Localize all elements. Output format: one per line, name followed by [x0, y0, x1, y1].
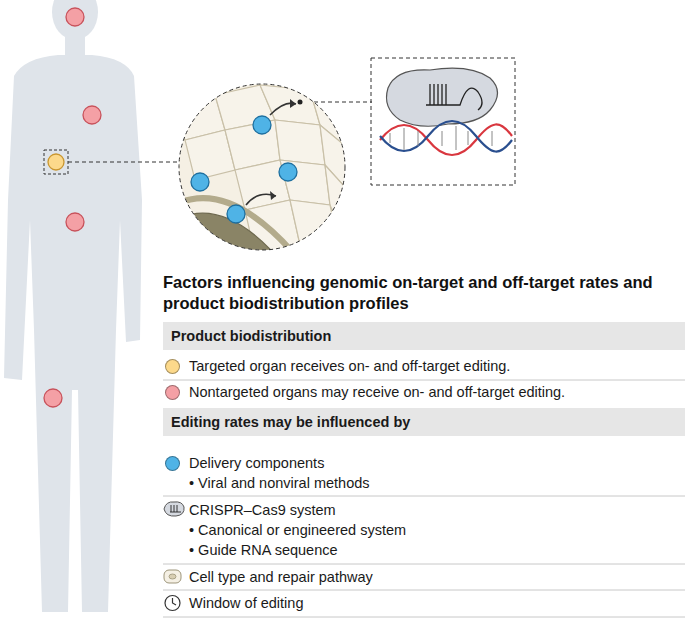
bullet-item: • Canonical or engineered system	[189, 521, 406, 539]
cas9-icon	[164, 502, 184, 516]
legend-text: CRISPR–Cas9 system	[189, 501, 336, 519]
diagram-title: Factors influencing genomic on-target an…	[163, 272, 663, 314]
legend-text: Window of editing	[189, 594, 303, 612]
bullet-item: • Viral and nonviral methods	[189, 474, 370, 492]
cas9-illustration	[371, 58, 515, 185]
tissue-magnification	[160, 84, 352, 260]
legend-text: Targeted organ receives on- and off-targ…	[189, 357, 510, 375]
organ-markers	[44, 8, 101, 407]
cell-icon	[164, 570, 181, 583]
section-band: Editing rates may be influenced by	[163, 408, 685, 436]
table-rules	[163, 380, 685, 617]
clock-icon	[165, 596, 180, 611]
legend-text: Nontargeted organs may receive on- and o…	[189, 383, 565, 401]
band-heading: Editing rates may be influenced by	[171, 413, 410, 431]
legend-swatch	[165, 456, 180, 471]
section-band: Product biodistribution	[163, 322, 685, 350]
bullet-item: • Guide RNA sequence	[189, 541, 338, 559]
human-silhouette	[4, 0, 142, 612]
legend-text: Cell type and repair pathway	[189, 568, 373, 586]
legend-text: Delivery components	[189, 454, 324, 472]
legend-swatch	[165, 385, 180, 400]
band-heading: Product biodistribution	[171, 327, 331, 345]
legend-swatch	[165, 359, 180, 374]
